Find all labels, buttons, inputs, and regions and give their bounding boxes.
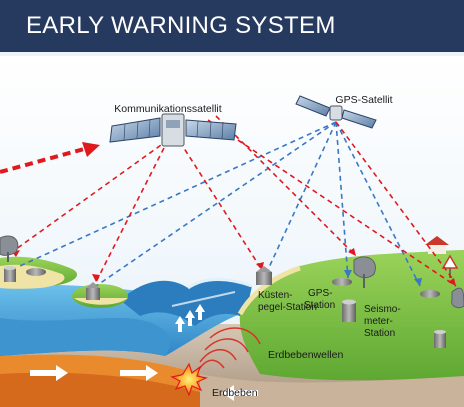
earthquake-waves-label: Erdbebenwellen: [268, 349, 343, 361]
incoming-alert-arrow: [0, 142, 100, 174]
gps-satellite-label: GPS-Satellit: [335, 94, 392, 106]
gps-station-label-line1: GPS-: [308, 288, 332, 299]
coastal-station-label-line2: pegel-Station: [258, 302, 317, 313]
gps-station-label-line2: Station: [304, 300, 335, 311]
sensor-station-left: [4, 266, 46, 282]
header-divider: [0, 52, 464, 56]
house-icon: [425, 236, 449, 254]
seabed: [0, 318, 170, 356]
satellite-dish-right: [451, 287, 464, 309]
plate-movement-arrows: [30, 365, 258, 401]
island-sensor-station: [86, 282, 100, 300]
warning-system-illustration: Kommunikationssatellit GPS-Satellit Küst…: [0, 56, 464, 407]
seismometer-label-line1: Seismo-: [364, 304, 401, 315]
earthquake-burst-icon: [170, 362, 208, 397]
communication-signal-lines: [11, 115, 457, 287]
coastal-station-label-line1: Küsten-: [258, 290, 292, 301]
left-beach: [0, 264, 65, 289]
page-title: EARLY WARNING SYSTEM: [26, 12, 336, 39]
comm-satellite-label: Kommunikationssatellit: [114, 103, 221, 115]
sensor-station-right: [420, 290, 446, 348]
mantle-layer: [0, 372, 200, 407]
earthquake-label: Erdbeben: [212, 387, 258, 399]
wave-crest: [187, 278, 253, 290]
gps-station: [332, 278, 352, 286]
communication-satellite: [109, 113, 237, 147]
uplift-arrows: [175, 304, 205, 332]
seismometer-label-line2: meter-: [364, 316, 393, 327]
gps-satellite: [295, 95, 377, 129]
satellite-dish-center: [353, 256, 376, 288]
satellite-dish-left: [0, 235, 19, 262]
seismometer-station: [342, 299, 356, 322]
continental-plate: [200, 374, 464, 407]
header-bar: EARLY WARNING SYSTEM: [0, 0, 464, 52]
seismometer-label-line3: Station: [364, 328, 395, 339]
gps-signal-lines: [19, 121, 421, 287]
coastal-gauge-station: [256, 266, 272, 285]
